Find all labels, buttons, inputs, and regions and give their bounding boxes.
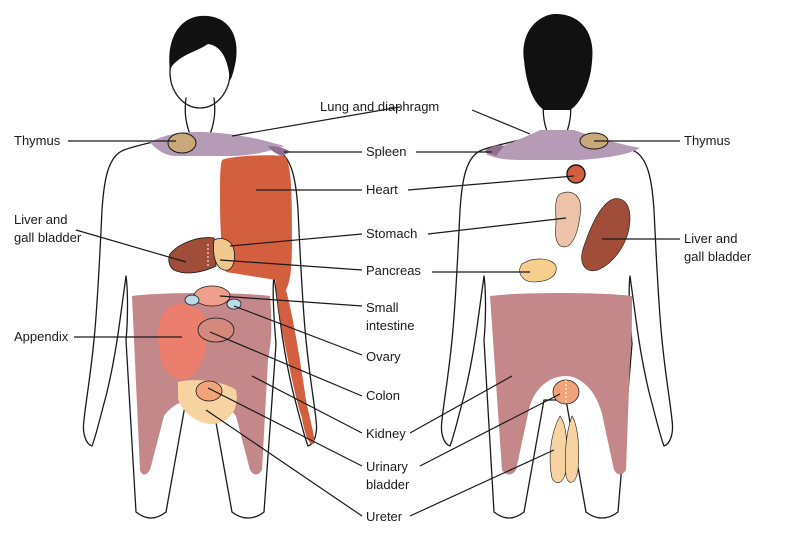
front-figure: [82, 15, 318, 519]
label-kidney: Kidney: [366, 426, 406, 441]
leader-lines: [68, 106, 680, 517]
front-hair: [169, 15, 237, 80]
label-small-intestine-line1: Small: [366, 300, 399, 315]
label-appendix: Appendix: [14, 329, 69, 344]
labels: Lung and diaphragm Thymus Thymus Spleen …: [14, 99, 752, 524]
label-urinary-line1: Urinary: [366, 459, 408, 474]
label-urinary-line2: bladder: [366, 477, 410, 492]
back-body-outline: [440, 97, 674, 519]
label-liver-front-line2: gall bladder: [14, 230, 82, 245]
leader-lung-back: [471, 109, 531, 135]
back-lower-region: [490, 293, 632, 475]
label-thymus-front: Thymus: [14, 133, 61, 148]
label-spleen: Spleen: [366, 144, 406, 159]
front-colon: [197, 317, 235, 343]
back-spleen: [484, 145, 504, 156]
front-appendix: [158, 304, 208, 380]
label-pancreas: Pancreas: [366, 263, 421, 278]
back-hair: [523, 14, 593, 110]
back-figure: [440, 14, 674, 519]
leader-stomach-front: [229, 233, 363, 247]
label-heart: Heart: [366, 182, 398, 197]
label-liver-back-line2: gall bladder: [684, 249, 752, 264]
label-liver-front-line1: Liver and: [14, 212, 67, 227]
leader-ureter-back: [409, 449, 555, 517]
front-urinary-bladder: [195, 380, 223, 402]
front-ovary-right: [226, 298, 242, 310]
front-thymus: [167, 132, 197, 154]
front-spleen: [268, 146, 290, 156]
leader-heart-back: [407, 175, 575, 191]
back-ureter-right: [564, 415, 580, 483]
label-ureter: Ureter: [366, 509, 403, 524]
label-thymus-back: Thymus: [684, 133, 731, 148]
front-gall-bladder: [213, 238, 235, 271]
leader-colon: [209, 331, 363, 397]
back-lung-diaphragm-region: [486, 130, 640, 160]
leader-urinary-front: [207, 387, 363, 467]
label-liver-back-line1: Liver and: [684, 231, 737, 246]
leader-ureter-front: [205, 409, 363, 517]
front-heart-region: [220, 155, 315, 445]
leader-pancreas-front: [219, 259, 363, 271]
leader-kidney-front: [251, 375, 363, 434]
leader-liver-front: [75, 229, 187, 263]
leader-kidney-back: [409, 375, 513, 434]
leader-urinary-back: [419, 393, 561, 467]
label-colon: Colon: [366, 388, 400, 403]
leader-stomach-back: [427, 217, 567, 235]
leader-ovary: [233, 305, 363, 356]
leader-lung-front: [231, 106, 401, 137]
back-pancreas: [519, 258, 557, 283]
leader-small-intestine: [219, 295, 363, 307]
back-ureter-left: [549, 415, 568, 483]
label-stomach: Stomach: [366, 226, 417, 241]
front-ovary-left: [184, 294, 200, 306]
label-lung-diaphragm: Lung and diaphragm: [320, 99, 439, 114]
back-heart: [566, 164, 586, 184]
front-liver: [168, 237, 217, 274]
label-small-intestine-line2: intestine: [366, 318, 414, 333]
back-stomach: [555, 191, 582, 248]
back-liver: [581, 198, 631, 272]
label-ovary: Ovary: [366, 349, 401, 364]
